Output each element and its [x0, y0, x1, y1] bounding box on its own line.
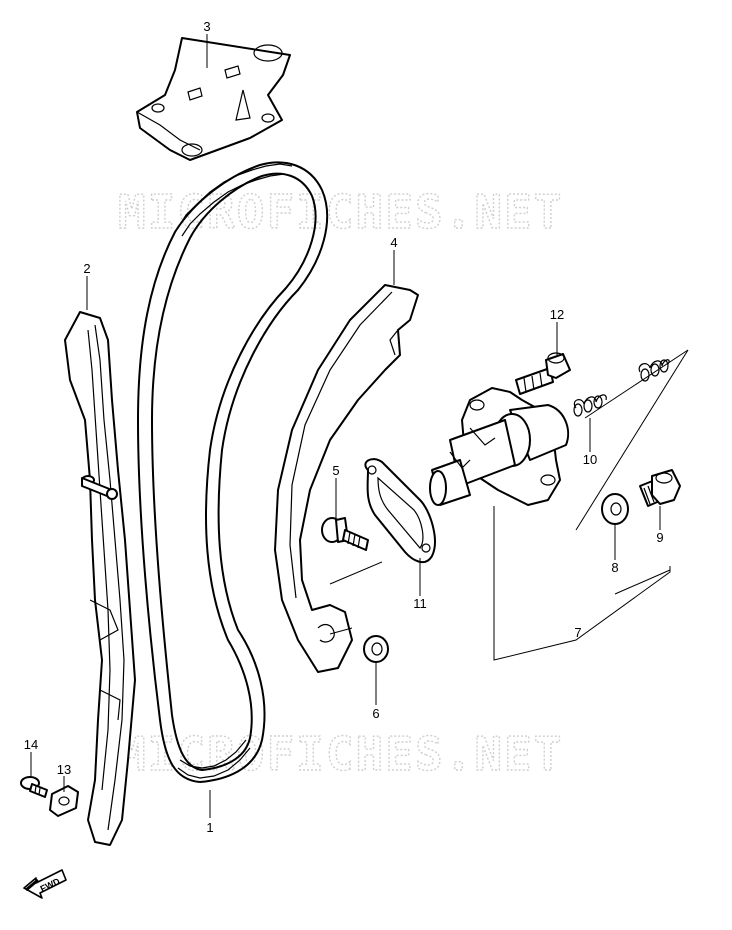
- part-4-right-guide[interactable]: [274, 284, 419, 673]
- label-part-12: 12: [550, 307, 564, 322]
- label-part-4: 4: [390, 235, 397, 250]
- label-part-6: 6: [372, 706, 379, 721]
- part-labels: 3 2 4 5 6 1 11 12 10 8 9 7 14 13: [24, 19, 664, 835]
- label-part-5: 5: [332, 463, 339, 478]
- part-7-tensioner-assembly[interactable]: [429, 387, 570, 506]
- leader-lines: [30, 34, 689, 818]
- part-5-bolt[interactable]: [321, 517, 369, 551]
- part-3-top-guide[interactable]: [136, 37, 291, 161]
- part-1-cam-chain[interactable]: [136, 161, 329, 784]
- part-2-left-guide[interactable]: [64, 311, 136, 846]
- label-part-13: 13: [57, 762, 71, 777]
- part-13-retainer[interactable]: [49, 785, 79, 817]
- label-part-9: 9: [656, 530, 663, 545]
- label-part-2: 2: [83, 261, 90, 276]
- fwd-direction-arrow: FWD: [23, 869, 67, 899]
- part-9-plug-bolt[interactable]: [639, 469, 681, 507]
- label-part-10: 10: [583, 452, 597, 467]
- label-part-14: 14: [24, 737, 38, 752]
- part-8-washer[interactable]: [601, 493, 629, 525]
- label-part-7: 7: [574, 625, 581, 640]
- part-10-spring[interactable]: [573, 359, 670, 417]
- label-part-11: 11: [413, 596, 427, 611]
- label-part-8: 8: [611, 560, 618, 575]
- label-part-3: 3: [203, 19, 210, 34]
- part-11-gasket[interactable]: [364, 458, 436, 564]
- watermark-bottom: MICROFICHES.NET: [118, 727, 563, 781]
- label-part-1: 1: [206, 820, 213, 835]
- part-12-bolt[interactable]: [515, 352, 571, 395]
- part-6-washer[interactable]: [363, 635, 389, 663]
- part-14-screw[interactable]: [20, 776, 48, 798]
